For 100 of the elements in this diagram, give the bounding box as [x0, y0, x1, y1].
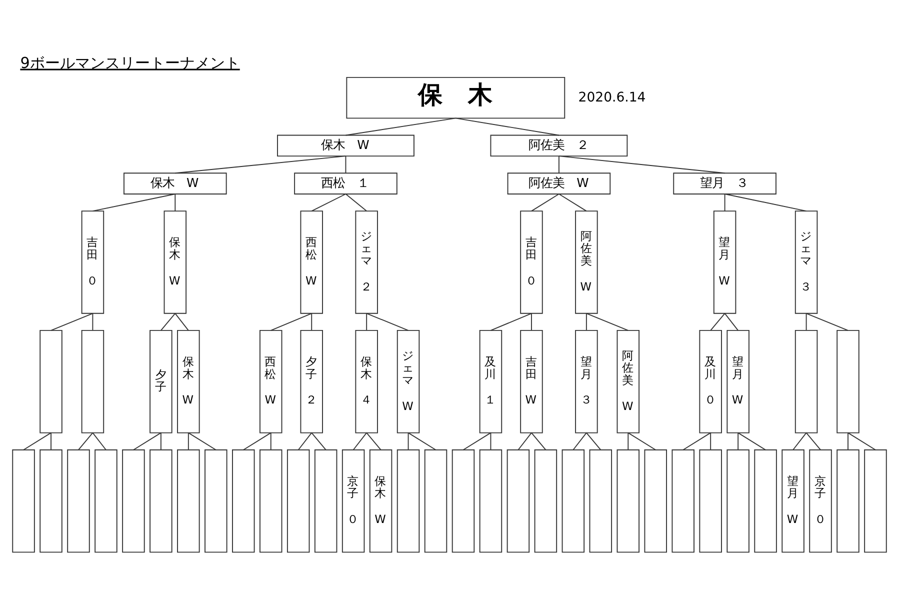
node-box: 望月 W	[782, 448, 804, 552]
connector	[188, 432, 189, 450]
node-box	[616, 448, 640, 552]
node-box: 阿佐美 W	[575, 210, 598, 314]
connector	[806, 312, 848, 330]
connector	[408, 432, 409, 450]
connector	[174, 155, 346, 174]
node-box: 保木 W	[177, 329, 200, 433]
connector	[242, 432, 272, 450]
connector	[23, 432, 52, 450]
node-box: 保木 W	[124, 172, 227, 194]
node-box	[122, 448, 145, 552]
node-box	[314, 448, 338, 552]
connector	[298, 432, 312, 450]
connector	[490, 432, 492, 450]
node-box	[479, 448, 502, 552]
connector	[352, 432, 368, 450]
connector	[586, 312, 587, 330]
connector	[586, 432, 602, 450]
node-box	[232, 448, 255, 552]
node-box	[836, 329, 860, 433]
connector	[50, 312, 94, 330]
diagram-title: 9ボールマンスリートーナメント	[20, 53, 240, 72]
connector	[738, 432, 766, 450]
connector	[558, 193, 587, 212]
node-box: ジェマ W	[396, 329, 420, 433]
node-box	[150, 448, 172, 552]
node-box: 夕子 ２	[300, 329, 323, 433]
connector	[188, 432, 216, 450]
label: 2020.6.14	[578, 90, 646, 105]
node-box	[836, 448, 860, 552]
connector	[586, 312, 629, 330]
node-box	[40, 329, 62, 433]
connector	[132, 432, 162, 450]
node-box	[534, 448, 558, 552]
node-box	[589, 448, 612, 552]
node-box: 望月 W	[713, 210, 736, 314]
connector	[462, 432, 492, 450]
connector	[366, 432, 382, 450]
connector	[806, 312, 807, 330]
connector	[345, 155, 346, 174]
connector	[531, 312, 532, 330]
node-box: 保木 W	[369, 448, 392, 552]
node-box: 夕子	[150, 329, 172, 433]
connector	[806, 432, 821, 450]
node-box	[726, 448, 750, 552]
connector	[572, 432, 587, 450]
node-box	[12, 448, 35, 552]
connector	[682, 432, 712, 450]
node-box: 望月 ３	[575, 329, 598, 433]
connector	[792, 432, 807, 450]
node-box: 保木 ４	[355, 329, 378, 433]
node-box	[396, 448, 420, 552]
connector	[408, 432, 436, 450]
node-box: 保 木	[346, 76, 566, 118]
connector	[50, 432, 52, 450]
node-box: 望月 W	[726, 329, 750, 433]
node-box	[286, 448, 310, 552]
connector	[455, 117, 560, 136]
connector	[628, 432, 656, 450]
connector	[160, 312, 176, 330]
node-box	[506, 448, 530, 552]
connector	[345, 193, 368, 212]
node-box: 阿佐美 W	[616, 329, 640, 433]
connector	[724, 193, 807, 212]
connector	[345, 117, 456, 136]
connector	[518, 432, 532, 450]
connector	[558, 155, 560, 174]
connector	[848, 432, 876, 450]
node-box	[754, 448, 777, 552]
node-box	[204, 448, 228, 552]
node-box: 京子 ０	[342, 448, 365, 552]
connector	[366, 312, 368, 330]
connector	[311, 312, 312, 330]
node-box: 望月 ３	[673, 172, 776, 194]
connector	[311, 432, 326, 450]
connector	[78, 432, 94, 450]
node-box	[452, 448, 475, 552]
node-box: 西松 W	[259, 329, 282, 433]
node-box	[562, 448, 585, 552]
node-box: 保木 W	[164, 210, 187, 314]
connector	[160, 432, 162, 450]
node-box: 阿佐美 ２	[490, 134, 628, 156]
connector	[490, 312, 532, 330]
node-box: ジェマ ２	[355, 210, 378, 314]
node-box	[699, 448, 722, 552]
node-box: 保木 W	[277, 134, 414, 156]
node-box: 及川 ０	[699, 329, 722, 433]
connector	[531, 432, 546, 450]
connector	[311, 193, 346, 212]
connector	[174, 312, 189, 330]
node-box	[424, 448, 448, 552]
node-box	[644, 448, 667, 552]
node-box: 京子 ０	[809, 448, 832, 552]
connector	[724, 312, 739, 330]
connector	[92, 432, 106, 450]
node-box	[794, 329, 818, 433]
connector	[724, 193, 726, 212]
node-box: 西松 W	[300, 210, 323, 314]
connector	[270, 312, 312, 330]
